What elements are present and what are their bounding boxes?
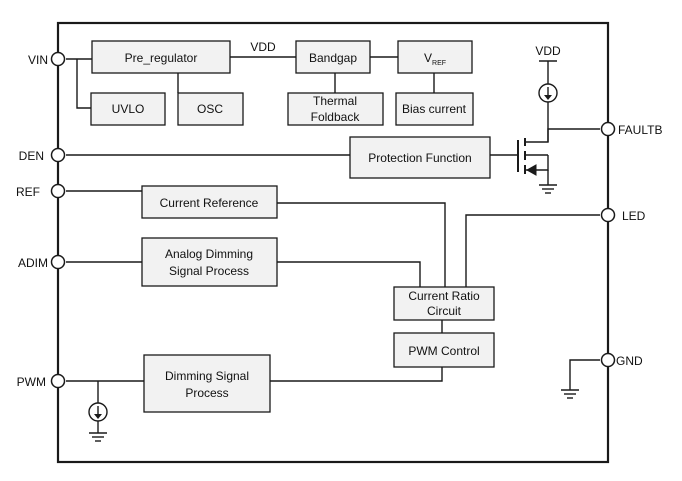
wires [66,56,600,442]
block-vref: VREF [397,40,473,74]
pin-faultb-label: FAULTB [618,123,662,137]
pin-gnd-label: GND [616,354,643,368]
block-analog-dimming: Analog Dimming Signal Process [141,237,278,287]
pre-regulator-label: Pre_regulator [125,51,198,65]
pin-gnd: GND [600,352,643,368]
pin-ref: REF [16,183,66,199]
pin-faultb: FAULTB [600,121,662,137]
block-current-reference: Current Reference [141,185,278,219]
pin-den: DEN [19,147,66,163]
pin-vin-label: VIN [28,53,48,67]
bandgap-label: Bandgap [309,51,357,65]
current-ratio-label-line1: Current Ratio [408,289,480,303]
dimming-signal-label-line1: Dimming Signal [165,369,249,383]
pwm-control-label: PWM Control [408,344,479,358]
current-ratio-label-line2: Circuit [427,304,462,318]
vdd-net-label: VDD [250,40,276,54]
analog-dimming-label-line1: Analog Dimming [165,247,253,261]
osc-label: OSC [197,102,223,116]
pin-led-label: LED [622,209,646,223]
pin-ref-label: REF [16,185,40,199]
pin-vin: VIN [28,51,66,67]
chip-outline [56,21,610,464]
vref-main: V [424,51,432,65]
vref-label: VREF [424,51,446,67]
uvlo-label: UVLO [112,102,145,116]
block-thermal-foldback: Thermal Foldback [287,92,384,126]
pin-pwm-label: PWM [17,375,46,389]
block-bias-current: Bias current [395,92,474,126]
protection-function-label: Protection Function [368,151,471,165]
pin-adim: ADIM [18,254,66,270]
pin-pwm: PWM [17,373,66,389]
pin-adim-label: ADIM [18,256,48,270]
vref-subscript: REF [432,60,446,67]
current-reference-label: Current Reference [160,196,259,210]
block-pwm-control: PWM Control [393,332,495,368]
block-bandgap: Bandgap [295,40,371,74]
analog-dimming-label-line2: Signal Process [169,264,249,278]
block-osc: OSC [177,92,244,126]
bias-current-label: Bias current [402,102,467,116]
thermal-label-line2: Foldback [311,110,361,124]
block-pre-regulator: Pre_regulator [91,40,231,74]
pin-led: LED [600,207,646,223]
thermal-label-line1: Thermal [313,94,357,108]
block-protection-function: Protection Function [349,136,491,179]
vdd-supply-label: VDD [535,44,561,58]
block-dimming-signal-process: Dimming Signal Process [143,354,271,413]
pin-den-label: DEN [19,149,44,163]
dimming-signal-label-line2: Process [185,386,228,400]
block-current-ratio: Current Ratio Circuit [393,286,495,321]
block-uvlo: UVLO [90,92,166,126]
